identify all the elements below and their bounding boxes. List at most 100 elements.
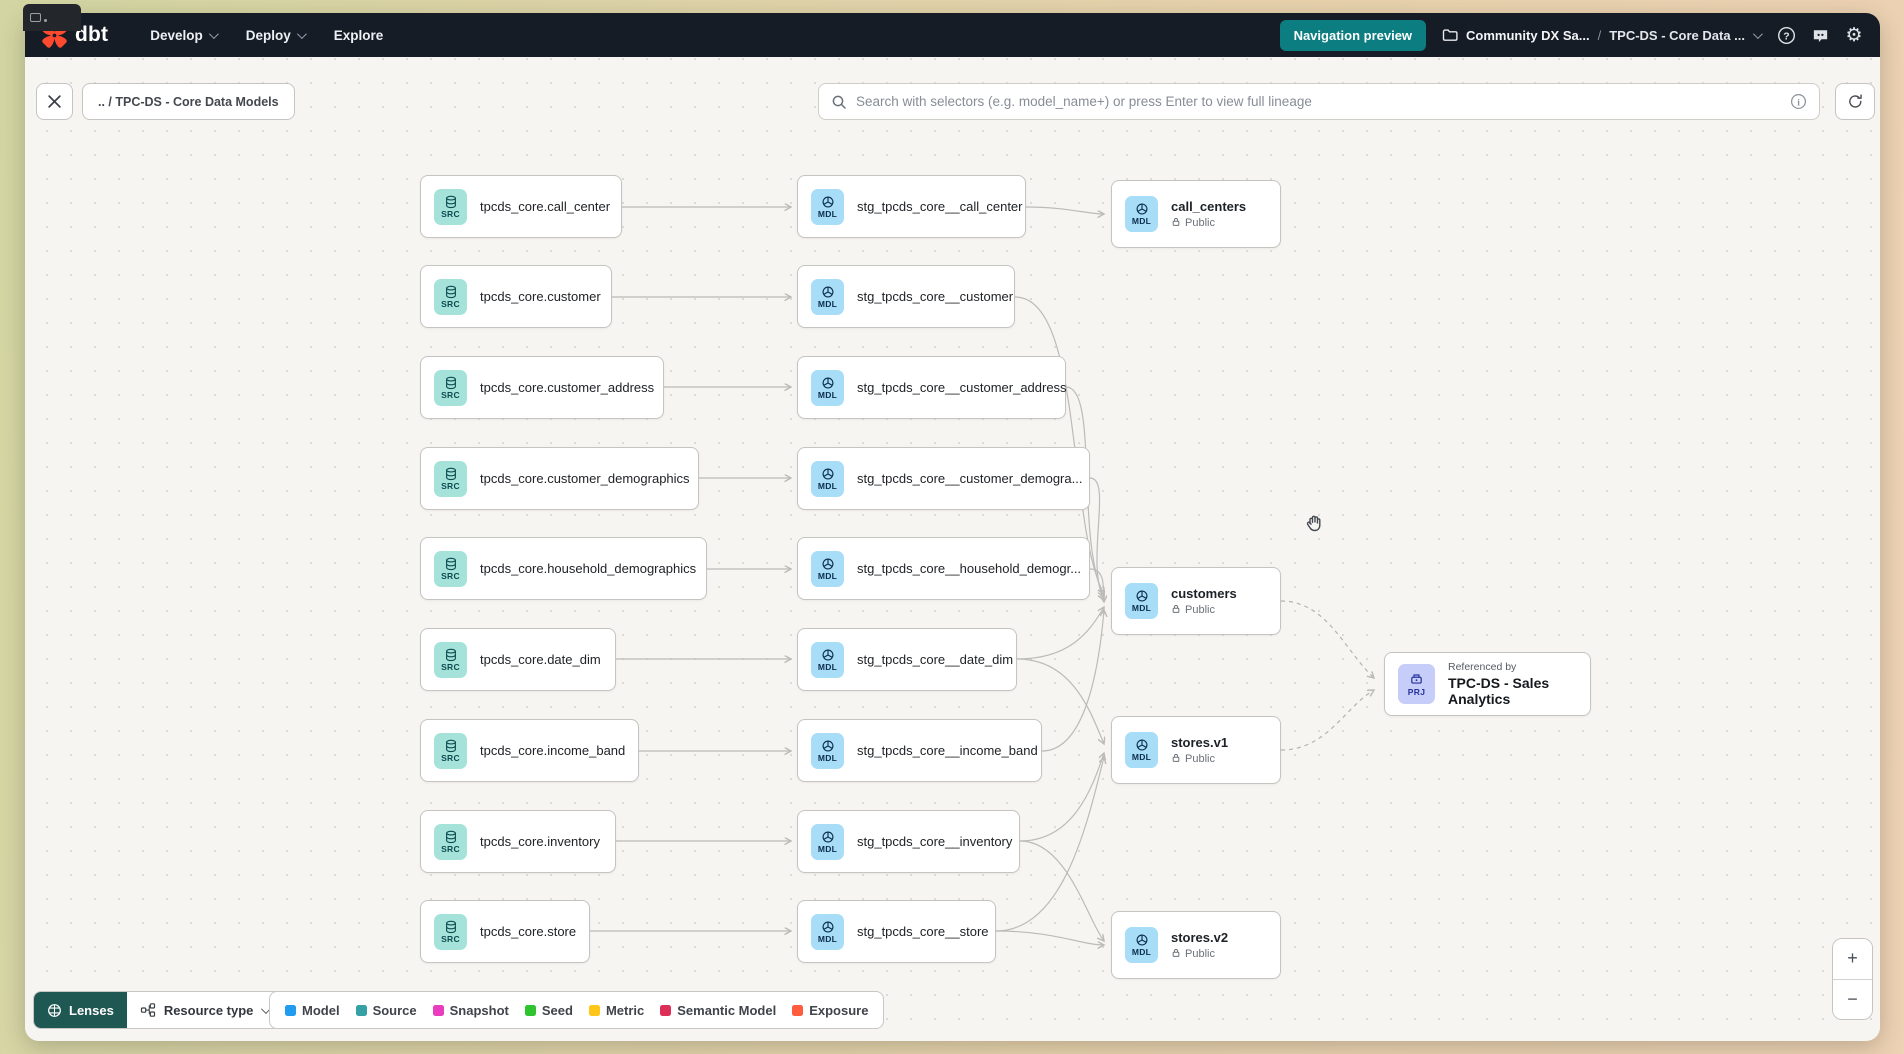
node-label: tpcds_core.income_band	[480, 743, 626, 758]
staging-model-node[interactable]: MDL stg_tpcds_core__date_dim	[797, 628, 1017, 691]
source-node[interactable]: SRC tpcds_core.store	[420, 900, 590, 963]
project-icon-tile: PRJ	[1398, 664, 1435, 704]
node-label: tpcds_core.call_center	[480, 199, 611, 214]
source-node[interactable]: SRC tpcds_core.customer_address	[420, 356, 664, 419]
legend-item: Model	[285, 1003, 340, 1018]
access-badge: Public	[1171, 948, 1228, 961]
model-icon-tile: MDL	[1125, 732, 1158, 768]
node-label: stg_tpcds_core__store	[857, 924, 989, 939]
source-icon-tile: SRC	[434, 369, 467, 406]
model-icon-tile: MDL	[811, 369, 844, 406]
svg-text:i: i	[1797, 98, 1800, 108]
feedback-icon[interactable]	[1810, 25, 1830, 45]
node-label: stores.v2	[1171, 929, 1229, 945]
lens-icon	[48, 1003, 61, 1017]
app-window: dbt Develop Deploy Explore Navigation pr…	[25, 13, 1880, 1041]
source-icon-tile: SRC	[434, 823, 467, 860]
nav-menu-deploy[interactable]: Deploy	[246, 28, 307, 43]
lineage-canvas[interactable]: .. / TPC-DS - Core Data Models i SRCtpcd…	[25, 57, 1880, 1041]
legend-item: Seed	[524, 1003, 573, 1018]
staging-model-node[interactable]: MDL stg_tpcds_core__customer_address	[797, 356, 1067, 419]
nav-menu-explore[interactable]: Explore	[333, 27, 384, 43]
model-icon-tile: MDL	[811, 913, 844, 950]
node-label: stg_tpcds_core__customer_address	[857, 380, 1067, 395]
lenses-button[interactable]: Lenses	[34, 992, 127, 1028]
nav-menu-develop[interactable]: Develop	[150, 28, 219, 43]
breadcrumb-project: Community DX Sa...	[1466, 27, 1590, 43]
source-node[interactable]: SRC tpcds_core.customer	[420, 265, 612, 328]
node-label: stg_tpcds_core__income_band	[857, 743, 1038, 758]
chevron-down-icon	[1752, 28, 1763, 39]
model-icon-tile: MDL	[811, 641, 844, 678]
staging-model-node[interactable]: MDL stg_tpcds_core__call_center	[797, 175, 1026, 238]
node-label: tpcds_core.customer_address	[480, 380, 655, 395]
zoom-in-button[interactable]: +	[1833, 939, 1872, 979]
model-icon-tile: MDL	[811, 278, 844, 315]
browser-tab-artifact	[23, 4, 81, 31]
search-input[interactable]	[856, 94, 1781, 109]
lock-icon	[1171, 948, 1181, 961]
node-label: stg_tpcds_core__date_dim	[857, 652, 1014, 667]
project-breadcrumb[interactable]: Community DX Sa... / TPC-DS - Core Data …	[1442, 27, 1763, 43]
legend-swatch	[660, 1004, 672, 1016]
source-icon-tile: SRC	[434, 188, 467, 225]
zoom-out-button[interactable]: −	[1833, 979, 1872, 1019]
legend-item: Semantic Model	[660, 1003, 776, 1018]
close-icon	[48, 95, 61, 108]
navigation-preview-button[interactable]: Navigation preview	[1279, 19, 1427, 51]
model-icon-tile: MDL	[1125, 196, 1158, 232]
lineage-search-bar: i	[818, 83, 1820, 120]
node-label: tpcds_core.customer	[480, 289, 601, 304]
lock-icon	[1171, 217, 1181, 230]
model-icon-tile: MDL	[811, 188, 844, 225]
source-node[interactable]: SRC tpcds_core.call_center	[420, 175, 622, 238]
node-label: stg_tpcds_core__inventory	[857, 834, 1013, 849]
settings-gear-icon[interactable]: ⚙	[1845, 24, 1863, 46]
logo-text: dbt	[75, 23, 109, 46]
node-label: stores.v1	[1171, 734, 1229, 750]
node-label: tpcds_core.store	[480, 924, 577, 939]
lineage-edges-svg	[590, 57, 1880, 1041]
edge-group	[590, 207, 1374, 945]
node-label: stg_tpcds_core__call_center	[857, 199, 1023, 214]
node-label: stg_tpcds_core__customer	[857, 289, 1014, 304]
resource-type-dropdown[interactable]: Resource type	[126, 992, 282, 1028]
legend-swatch	[355, 1004, 367, 1016]
staging-model-node[interactable]: MDL stg_tpcds_core__customer	[797, 265, 1015, 328]
legend-item: Source	[355, 1003, 417, 1018]
search-icon	[832, 95, 846, 109]
source-icon-tile: SRC	[434, 550, 467, 587]
close-lineage-button[interactable]	[36, 83, 73, 120]
model-icon-tile: MDL	[811, 460, 844, 497]
node-label: TPC-DS - Sales Analytics	[1448, 675, 1550, 707]
source-icon-tile: SRC	[434, 732, 467, 769]
node-label: call_centers	[1171, 198, 1247, 214]
node-label: tpcds_core.customer_demographics	[480, 471, 690, 486]
info-icon[interactable]: i	[1790, 93, 1807, 110]
tab-window-icon	[30, 13, 41, 22]
node-label: tpcds_core.date_dim	[480, 652, 601, 667]
source-icon-tile: SRC	[434, 913, 467, 950]
lineage-breadcrumb-chip[interactable]: .. / TPC-DS - Core Data Models	[82, 83, 295, 120]
lock-icon	[1171, 604, 1181, 617]
staging-model-node[interactable]: MDL stg_tpcds_core__store	[797, 900, 996, 963]
resource-type-icon	[140, 1003, 155, 1017]
source-node[interactable]: SRC tpcds_core.income_band	[420, 719, 639, 782]
help-icon[interactable]: ?	[1776, 25, 1796, 45]
model-icon-tile: MDL	[1125, 583, 1158, 619]
refresh-lineage-button[interactable]	[1835, 83, 1875, 120]
source-icon-tile: SRC	[434, 278, 467, 315]
